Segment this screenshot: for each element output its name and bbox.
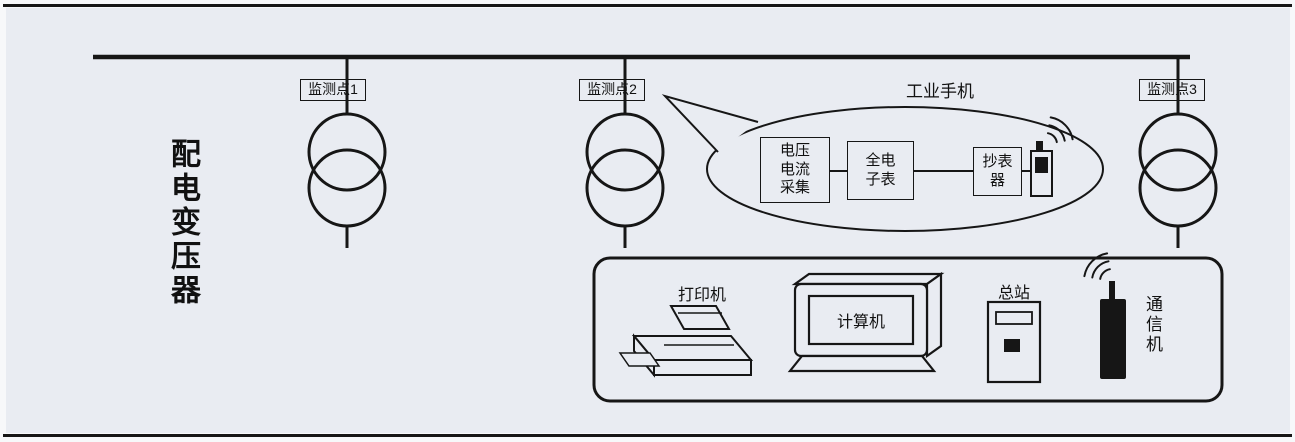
industrial-phone-label: 工业手机 xyxy=(906,81,974,101)
collect-box-line3: 采集 xyxy=(779,179,810,197)
reader-box-line1: 抄表 xyxy=(982,152,1013,170)
monitor-point-2-label: 监测点2 xyxy=(579,79,645,101)
meter-box-line2: 子表 xyxy=(865,170,896,188)
transformer-3-icon xyxy=(1138,57,1218,248)
top-border-line xyxy=(3,4,1292,7)
computer-icon xyxy=(787,271,945,373)
handheld-reader-icon xyxy=(1030,141,1053,197)
collect-box-line1: 电压 xyxy=(779,141,810,159)
bottom-border-line xyxy=(3,434,1292,437)
distribution-transformer-label: 配电变压器 xyxy=(166,138,199,308)
transformer-1-icon xyxy=(307,57,387,248)
printer-label: 打印机 xyxy=(677,287,726,304)
monitor-point-3-label: 监测点3 xyxy=(1139,79,1205,101)
printer-icon xyxy=(618,305,754,378)
meter-box-line1: 全电 xyxy=(865,151,896,169)
reader-box-line2: 器 xyxy=(989,171,1005,189)
comm-wireless-arcs-icon xyxy=(1083,252,1111,280)
master-station-icon xyxy=(986,300,1042,384)
comm-antenna-icon xyxy=(1100,281,1126,379)
meter-reader-box: 抄表 器 xyxy=(973,147,1022,196)
station-frame xyxy=(592,256,1224,403)
transformer-2-icon xyxy=(585,57,665,248)
voltage-current-collect-box: 电压 电流 采集 xyxy=(760,137,830,203)
callout-bubble xyxy=(661,94,1104,232)
master-station-label: 总站 xyxy=(997,285,1030,302)
electronic-meter-box: 全电 子表 xyxy=(847,141,914,200)
communication-unit-label: 通信机 xyxy=(1143,295,1162,355)
handheld-wireless-arcs-icon xyxy=(1046,116,1074,144)
collect-box-line2: 电流 xyxy=(779,160,810,178)
computer-label: 计算机 xyxy=(836,314,885,331)
monitor-point-1-label: 监测点1 xyxy=(300,79,366,101)
